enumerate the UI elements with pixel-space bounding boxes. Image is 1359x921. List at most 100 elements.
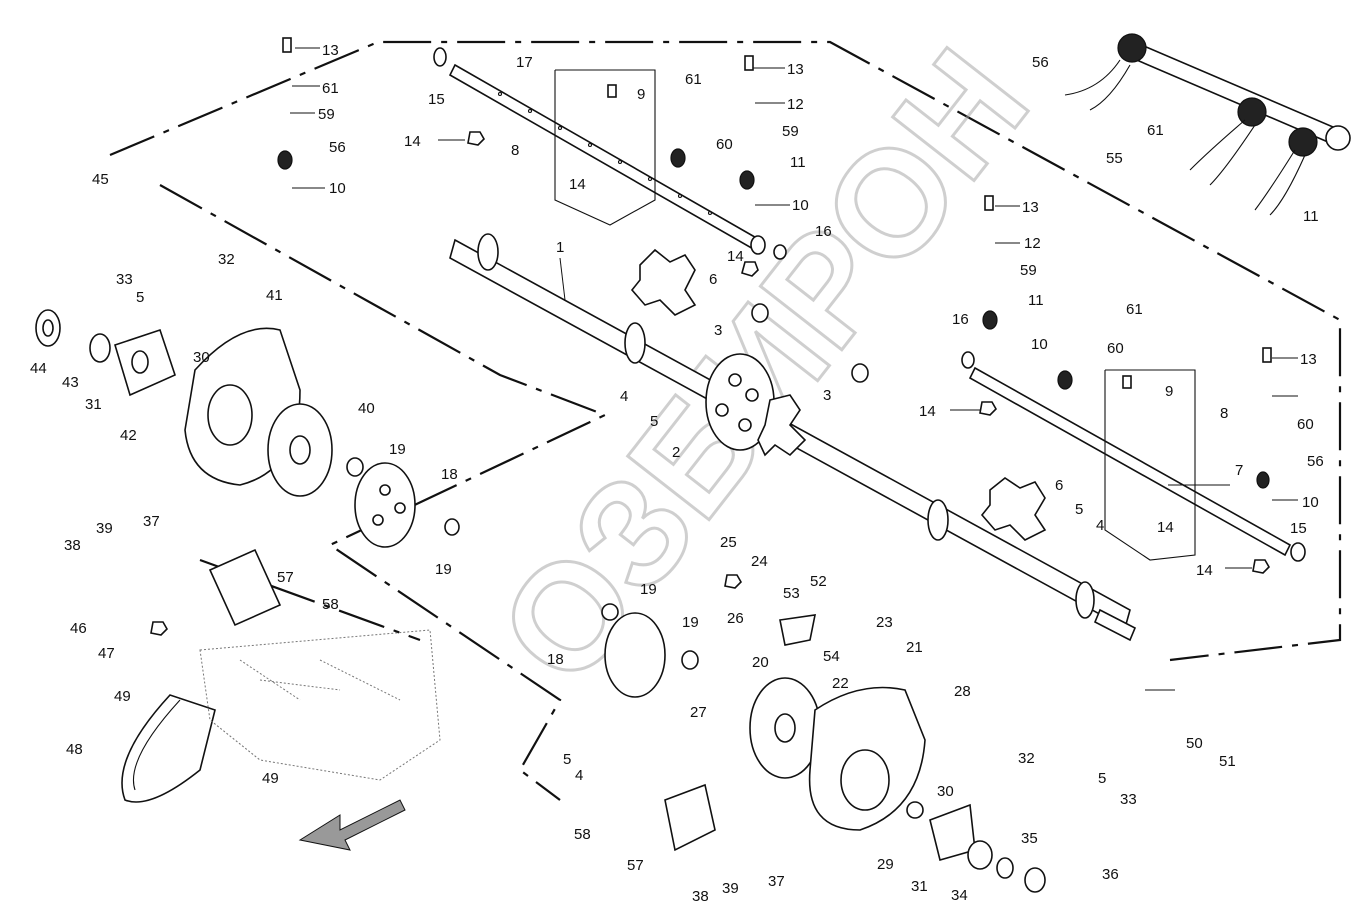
- left-drive-housing: [35, 309, 460, 627]
- tine-inset: [1064, 33, 1351, 216]
- right-tine-shaft: [961, 351, 1306, 562]
- label-25: 25: [720, 534, 737, 551]
- label-1: 1: [556, 239, 564, 256]
- label-31: 31: [85, 396, 102, 413]
- label-22: 22: [832, 675, 849, 692]
- label-13: 13: [787, 61, 804, 78]
- label-12: 12: [1024, 235, 1041, 252]
- label-16: 16: [815, 223, 832, 240]
- label-9: 9: [637, 86, 645, 103]
- label-58: 58: [322, 596, 339, 613]
- label-48: 48: [66, 741, 83, 758]
- label-56: 56: [1307, 453, 1324, 470]
- label-39: 39: [96, 520, 113, 537]
- label-5: 5: [1098, 770, 1106, 787]
- label-5: 5: [136, 289, 144, 306]
- label-26: 26: [727, 610, 744, 627]
- label-38: 38: [692, 888, 709, 905]
- label-15: 15: [428, 91, 445, 108]
- label-2: 2: [672, 444, 680, 461]
- label-57: 57: [277, 569, 294, 586]
- label-30: 30: [937, 783, 954, 800]
- leader-lines: [290, 47, 1298, 691]
- label-3: 3: [823, 387, 831, 404]
- label-61: 61: [685, 71, 702, 88]
- label-23: 23: [876, 614, 893, 631]
- label-61: 61: [322, 80, 339, 97]
- label-34: 34: [951, 887, 968, 904]
- label-4: 4: [575, 767, 583, 784]
- label-8: 8: [511, 142, 519, 159]
- label-54: 54: [823, 648, 840, 665]
- label-29: 29: [877, 856, 894, 873]
- label-9: 9: [1165, 383, 1173, 400]
- label-18: 18: [441, 466, 458, 483]
- label-19: 19: [682, 614, 699, 631]
- label-14: 14: [1196, 562, 1213, 579]
- label-46: 46: [70, 620, 87, 637]
- label-14: 14: [404, 133, 421, 150]
- label-10: 10: [792, 197, 809, 214]
- label-56: 56: [1032, 54, 1049, 71]
- label-44: 44: [30, 360, 47, 377]
- label-51: 51: [1219, 753, 1236, 770]
- label-5: 5: [563, 751, 571, 768]
- label-24: 24: [751, 553, 768, 570]
- label-36: 36: [1102, 866, 1119, 883]
- label-41: 41: [266, 287, 283, 304]
- label-38: 38: [64, 537, 81, 554]
- label-59: 59: [1020, 262, 1037, 279]
- belt: [121, 694, 216, 803]
- label-8: 8: [1220, 405, 1228, 422]
- label-33: 33: [1120, 791, 1137, 808]
- label-60: 61: [1147, 122, 1164, 139]
- label-5: 5: [1075, 501, 1083, 518]
- label-60: 60: [1107, 340, 1124, 357]
- label-10: 10: [329, 180, 346, 197]
- label-32: 32: [1018, 750, 1035, 767]
- label-10: 10: [1031, 336, 1048, 353]
- label-56: 56: [329, 139, 346, 156]
- label-27: 27: [690, 704, 707, 721]
- label-32: 32: [218, 251, 235, 268]
- label-50: 50: [1186, 735, 1203, 752]
- label-39: 39: [722, 880, 739, 897]
- label-28: 28: [954, 683, 971, 700]
- direction-arrow: [298, 799, 406, 851]
- label-55: 55: [1106, 150, 1123, 167]
- label-58: 58: [574, 826, 591, 843]
- label-37: 37: [768, 873, 785, 890]
- label-43: 43: [62, 374, 79, 391]
- label-5: 5: [650, 413, 658, 430]
- hardware: [150, 37, 1272, 636]
- label-45: 45: [92, 171, 109, 188]
- label-19: 19: [640, 581, 657, 598]
- label-13: 13: [322, 42, 339, 59]
- machine-sketch: [199, 629, 441, 851]
- label-59: 59: [318, 106, 335, 123]
- label-20: 20: [752, 654, 769, 671]
- part-labels: 1 2 3 3 4 4 4 5 5 5 5 5 6 6 7 8 8 9 9 10…: [30, 42, 1324, 905]
- label-16: 16: [952, 311, 969, 328]
- label-14: 14: [1157, 519, 1174, 536]
- label-7: 7: [1235, 462, 1243, 479]
- label-31: 31: [911, 878, 928, 895]
- label-12: 12: [787, 96, 804, 113]
- label-49: 49: [114, 688, 131, 705]
- label-3: 3: [714, 322, 722, 339]
- label-19: 19: [389, 441, 406, 458]
- label-52: 52: [810, 573, 827, 590]
- label-35: 35: [1021, 830, 1038, 847]
- label-19: 19: [435, 561, 452, 578]
- label-59: 60: [1297, 416, 1314, 433]
- label-30: 30: [193, 349, 210, 366]
- label-61: 61: [1126, 301, 1143, 318]
- label-18: 18: [547, 651, 564, 668]
- label-14: 14: [569, 176, 586, 193]
- label-33: 33: [116, 271, 133, 288]
- label-53: 53: [783, 585, 800, 602]
- label-6: 6: [1055, 477, 1063, 494]
- label-11: 11: [1028, 292, 1044, 309]
- label-13: 13: [1022, 199, 1039, 216]
- main-shaft-assembly: [449, 233, 1137, 642]
